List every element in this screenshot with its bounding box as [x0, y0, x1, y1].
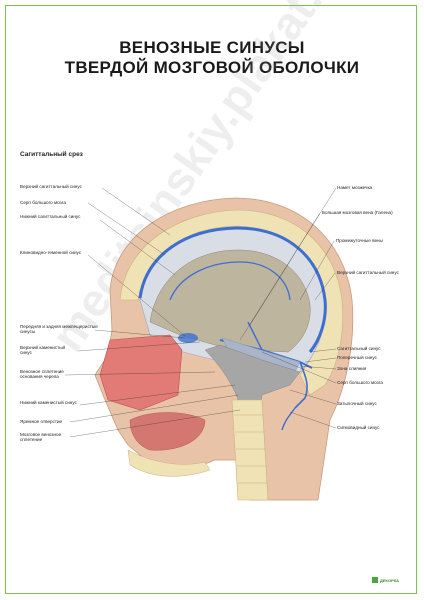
label-basilar-plexus: Венозное сплетение основания черепа — [20, 369, 64, 380]
label-superior-sagittal-sinus-right: Верхний сагиттальный синус — [337, 270, 399, 275]
label-inferior-petrosal-sinus: Нижний каменистый синус — [20, 400, 77, 405]
vertebrae — [234, 414, 268, 484]
label-falx-cerebri-left: Серп большого мозга — [20, 200, 66, 205]
title-line-1: ВЕНОЗНЫЕ СИНУСЫ — [119, 38, 305, 57]
leader-lines-left — [64, 187, 241, 438]
label-intercavernous-sinuses: Передняя и задняя межпещеристые синусы — [20, 324, 98, 335]
sigmoid-sinus — [281, 407, 296, 431]
label-superior-petrosal-sinus: Верхний каменистый синус — [20, 345, 66, 356]
label-intermediate-veins: Промежуточные вены — [336, 238, 383, 243]
title-line-2: ТВЕРДОЙ МОЗГОВОЙ ОБОЛОЧКИ — [64, 58, 360, 77]
label-jugular-foramen: Яремное отверстие — [20, 419, 63, 424]
cervical-spine — [231, 399, 269, 501]
label-transverse-sinus: Поперечный синус — [337, 355, 377, 360]
nasal-cavity — [99, 334, 183, 411]
label-sigmoid-sinus: Сигмовидный синус — [337, 425, 380, 430]
logo-icon — [372, 577, 378, 583]
label-sagittal-sinus: Сагиттальный синус — [337, 346, 381, 351]
great-cerebral-vein — [247, 321, 263, 351]
label-tentorium-cerebelli: Намет мозжечка — [337, 185, 373, 190]
label-superior-sagittal-sinus-left: Верхний сагиттальный синус — [20, 184, 82, 189]
transverse-sinus — [294, 361, 308, 409]
section-subtitle: Сагиттальный срез — [20, 151, 83, 158]
label-sphenoparietal-sinus: Клиновидно-теменной синус — [20, 250, 82, 255]
label-falx-cerebri-right: Серп большого мозга — [337, 380, 383, 385]
inferior-sagittal-sinus — [169, 261, 291, 301]
label-occipital-sinus: Затылочный синус — [337, 401, 377, 406]
cavernous-sinus — [178, 333, 198, 343]
superior-sagittal-sinus — [138, 226, 327, 353]
publisher-logo: ДЕКОРКА — [380, 578, 400, 583]
poster-title: ВЕНОЗНЫЕ СИНУСЫ ТВЕРДОЙ МОЗГОВОЙ ОБОЛОЧК… — [0, 38, 424, 78]
label-inferior-sagittal-sinus: Нижний сагиттальный синус — [20, 214, 81, 219]
label-venous-plexus: Мозговое венозное сплетение — [20, 432, 62, 443]
mandible — [127, 449, 211, 477]
label-confluence-zone: Зона слияния — [337, 366, 367, 371]
tongue — [129, 412, 206, 451]
label-great-cerebral-vein: Большая мозговая вена (Галена) — [322, 210, 393, 215]
leader-lines-right — [239, 187, 337, 429]
